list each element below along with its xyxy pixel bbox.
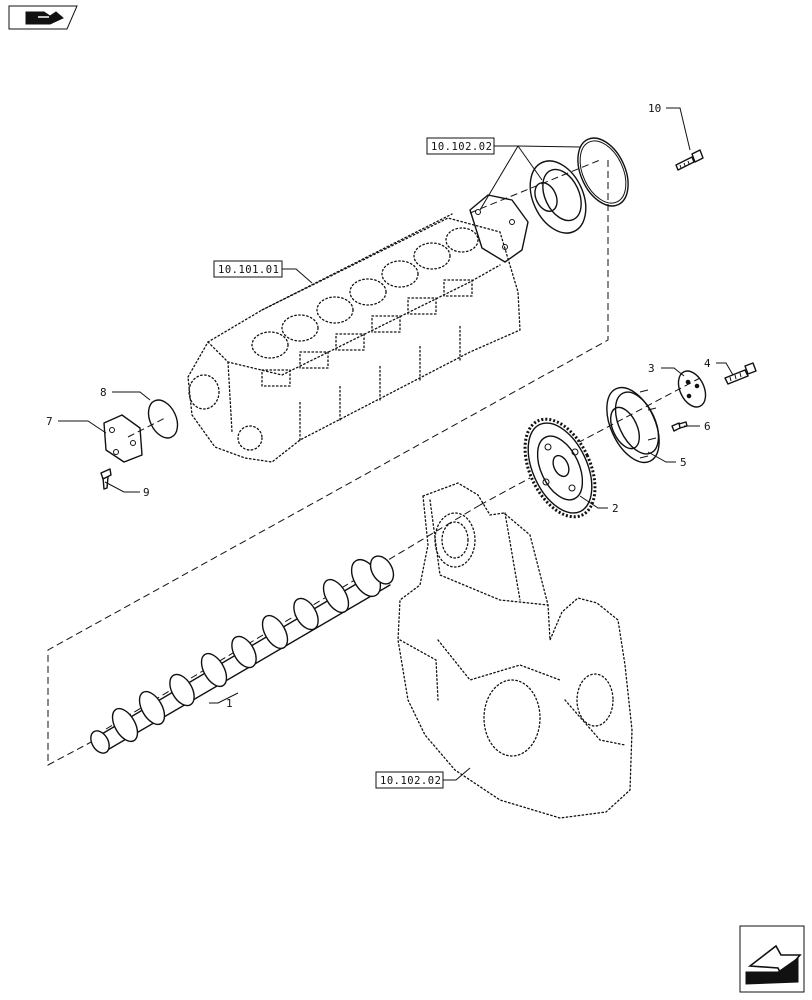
ref-label-bottom: 10.102.02 (380, 775, 441, 787)
leader-lines (58, 107, 734, 781)
camshaft (90, 555, 395, 754)
o-ring-8 (147, 399, 179, 439)
ref-label-top: 10.102.02 (431, 141, 492, 153)
callout-5: 5 (680, 456, 687, 469)
callout-10: 10 (648, 102, 661, 115)
ref-label-head: 10.101.01 (218, 264, 279, 276)
bolt-4 (724, 362, 757, 385)
tone-ring-5 (606, 386, 660, 464)
next-page-arrow-icon[interactable] (739, 925, 805, 993)
plate-3 (677, 370, 707, 408)
callout-9: 9 (143, 486, 150, 499)
callout-3: 3 (648, 362, 655, 375)
camshaft-gear (523, 417, 597, 519)
cylinder-head (187, 213, 521, 463)
ref-box-bottom: 10.102.02 (375, 771, 444, 789)
screw-9 (100, 468, 112, 490)
callout-1: 1 (226, 697, 233, 710)
bolt-10 (675, 149, 704, 171)
callouts: 1 2 3 4 5 6 7 8 9 10 (46, 102, 711, 710)
assembly-axis-lines (47, 159, 701, 766)
cover-plate-7 (103, 414, 143, 463)
callout-7: 7 (46, 415, 53, 428)
timing-gear-housing (397, 482, 633, 819)
front-cover-parts (469, 137, 629, 263)
ref-box-head: 10.101.01 (213, 260, 283, 278)
callout-4: 4 (704, 357, 711, 370)
callout-6: 6 (704, 420, 711, 433)
callout-8: 8 (100, 386, 107, 399)
callout-2: 2 (612, 502, 619, 515)
screw-6 (671, 421, 688, 432)
book-forward-icon[interactable] (8, 5, 78, 30)
ref-box-top: 10.102.02 (426, 137, 495, 155)
